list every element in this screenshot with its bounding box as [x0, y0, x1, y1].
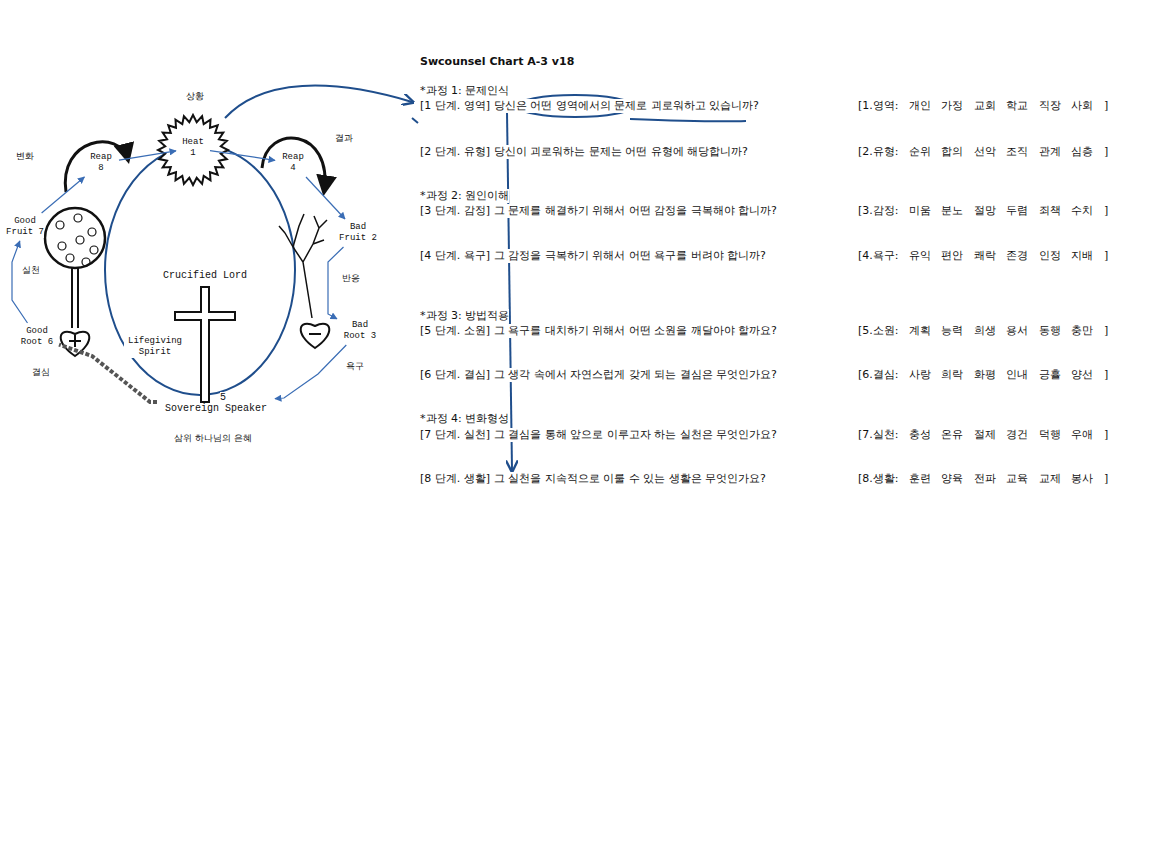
node-text: Crucified Lord	[163, 270, 247, 281]
step-question: [6 단계. 결심] 그 생각 속에서 자연스럽게 갖게 되는 결심은 무엇인가…	[420, 368, 777, 382]
flow-arrow	[119, 151, 176, 160]
hand-arrow	[225, 86, 412, 118]
step-question: [5 단계. 소원] 그 욕구를 대치하기 위해서 어떤 소원을 깨달아야 할까…	[420, 324, 777, 338]
fruit-node: Bad Fruit 2	[338, 222, 378, 244]
good-tree-canopy	[45, 208, 105, 268]
node-text: 5	[220, 392, 226, 403]
option-list: [1.영역: 개인 가정 교회 학교 직장 사회 ]	[858, 99, 1108, 113]
diagram-label: 변화	[16, 150, 34, 162]
step-question: [1 단계. 영역] 당신은 어떤 영역에서의 문제로 괴로워하고 있습니까?	[420, 99, 759, 113]
diagram-label: 반응	[342, 272, 360, 284]
process-heading: *과정 2: 원인이해	[420, 189, 509, 203]
flow-arrow	[210, 151, 275, 161]
diagram-label: 상황	[186, 90, 204, 102]
diagram-label: 삼위 하나님의 은혜	[174, 432, 252, 444]
diagram-label: 욕구	[346, 360, 364, 372]
root-node: Good Root 6	[18, 326, 56, 348]
process-heading: *과정 1: 문제인식	[420, 84, 509, 98]
node-text: Reap 8	[86, 152, 116, 174]
option-list: [5.소원: 계획 능력 희생 용서 동행 충만 ]	[858, 324, 1108, 338]
step-question: [7 단계. 실천] 그 결심을 통해 앞으로 이루고자 하는 실천은 무엇인가…	[420, 428, 777, 442]
good-heart	[61, 332, 90, 356]
flow-arrow	[42, 177, 85, 213]
flow-arrow	[12, 241, 28, 323]
flow-arrow	[306, 177, 345, 219]
hand-tick	[412, 118, 418, 123]
node-text: Bad Root 3	[340, 320, 380, 342]
node-text: Heat 1	[179, 137, 207, 159]
step-question: [3 단계. 감정] 그 문제를 해결하기 위해서 어떤 감정을 극복해야 합니…	[420, 204, 777, 218]
plus-sign	[69, 335, 81, 347]
option-list: [2.유형: 순위 합의 선악 조직 관계 심층 ]	[858, 145, 1108, 159]
fruit-node: Good Fruit 7	[6, 216, 44, 238]
bad-tree	[279, 214, 327, 318]
option-list: [3.감정: 미움 분노 절망 두렴 죄책 수치 ]	[858, 204, 1108, 218]
step-question: [2 단계. 유형] 당신이 괴로워하는 문제는 어떤 유형에 해당합니까?	[420, 145, 748, 159]
option-list: [8.생활: 훈련 양육 전파 교육 교제 봉사 ]	[858, 472, 1108, 486]
bad-heart	[301, 324, 330, 348]
hand-underline	[630, 119, 746, 121]
minus-sign	[309, 333, 321, 335]
diagram-label: 결과	[335, 132, 353, 144]
cross-node: Crucified Lord	[150, 270, 260, 281]
node-text: Lifegiving Spirit	[124, 336, 186, 358]
step-question: [8 단계. 생활] 그 실천을 지속적으로 이룰 수 있는 생활은 무엇인가요…	[420, 472, 766, 486]
reap-node: Reap 8	[86, 152, 116, 174]
step-question: [4 단계. 욕구] 그 감정을 극복하기 위해서 어떤 욕구를 버려야 합니까…	[420, 249, 766, 263]
process-heading: *과정 4: 변화형성	[420, 412, 509, 426]
spirit-node: Lifegiving Spirit	[124, 336, 186, 358]
diagram-label: 결심	[32, 366, 50, 378]
speaker-node: 5Sovereign Speaker	[160, 392, 272, 414]
reap-node: Reap 4	[278, 152, 308, 174]
option-list: [6.결심: 사랑 희락 화평 인내 긍휼 양선 ]	[858, 368, 1108, 382]
fruit-dots	[56, 214, 98, 266]
diagram-label: 실천	[22, 264, 40, 276]
process-heading: *과정 3: 방법적용	[420, 309, 509, 323]
node-text: Good Root 6	[18, 326, 56, 348]
sun-shape	[158, 115, 228, 185]
node-text: Reap 4	[278, 152, 308, 174]
node-text: Good Fruit 7	[6, 216, 44, 238]
good-tree-trunk	[72, 268, 78, 328]
root-node: Bad Root 3	[340, 320, 380, 342]
option-list: [4.욕구: 유익 편안 쾌락 존경 인정 지배 ]	[858, 249, 1108, 263]
node-text: Bad Fruit 2	[338, 222, 378, 244]
chart-title: Swcounsel Chart A-3 v18	[420, 55, 574, 68]
node-text: Sovereign Speaker	[165, 403, 267, 414]
option-list: [7.실천: 충성 온유 절제 경건 덕행 우애 ]	[858, 428, 1108, 442]
flow-arrow	[275, 345, 346, 399]
hook-arrow	[262, 138, 325, 192]
heat-node: Heat 1	[179, 137, 207, 159]
